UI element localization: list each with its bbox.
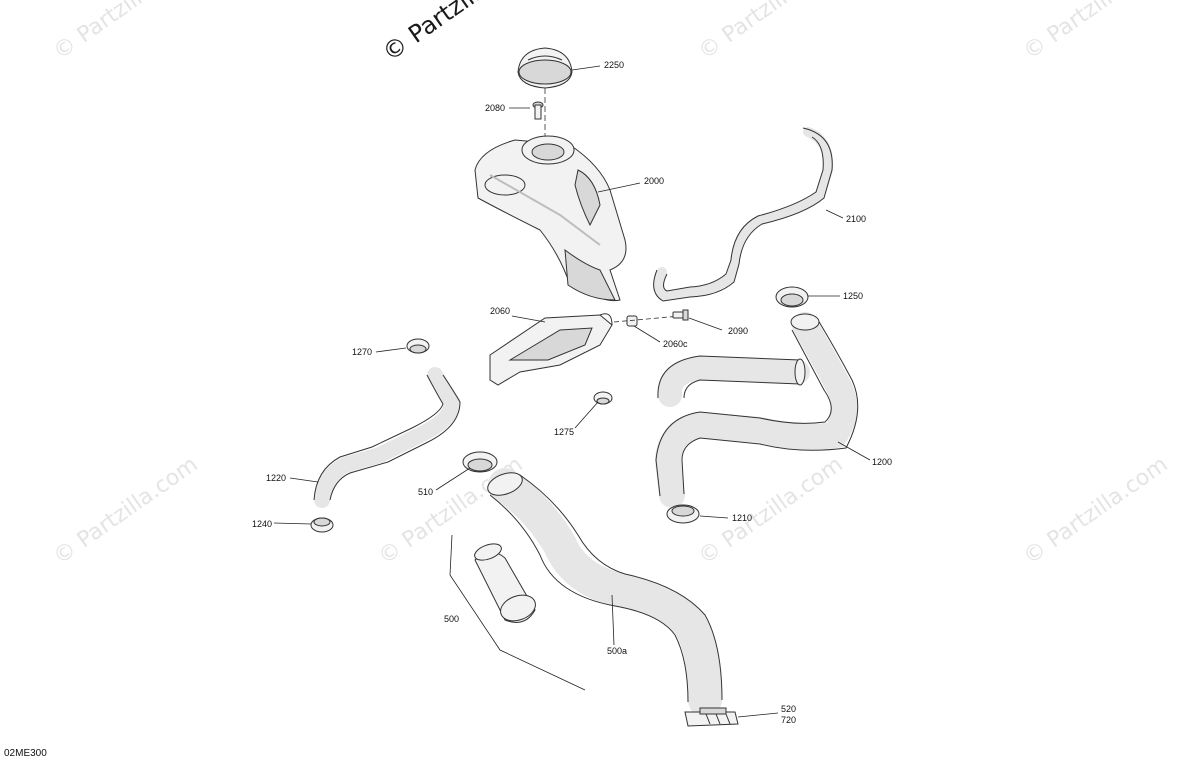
part-500-hose[interactable] xyxy=(472,541,539,626)
callout-510[interactable]: 510 xyxy=(418,487,433,497)
callout-2060c[interactable]: 2060c xyxy=(663,339,688,349)
callout-1270[interactable]: 1270 xyxy=(352,347,372,357)
part-2060c-clip[interactable] xyxy=(626,315,638,327)
callout-1220[interactable]: 1220 xyxy=(266,473,286,483)
part-2100-hose[interactable] xyxy=(653,127,834,302)
callout-1240[interactable]: 1240 xyxy=(252,519,272,529)
diagram-code: 02ME300 xyxy=(4,748,47,759)
callout-2250[interactable]: 2250 xyxy=(604,60,624,70)
callout-500[interactable]: 500 xyxy=(444,614,459,624)
part-1220-hose[interactable] xyxy=(313,367,461,508)
part-1240-clamp[interactable] xyxy=(310,517,334,533)
callout-2080[interactable]: 2080 xyxy=(485,103,505,113)
part-1275-plug[interactable] xyxy=(593,391,613,405)
callout-1200[interactable]: 1200 xyxy=(872,457,892,467)
watermark: © Partzilla.com xyxy=(694,452,847,570)
part-2090-bolt[interactable] xyxy=(672,309,689,321)
watermark-prominent: © Partzilla xyxy=(377,0,497,67)
callout-1275[interactable]: 1275 xyxy=(554,427,574,437)
part-510-clamp[interactable] xyxy=(462,451,498,473)
watermark: © Partzilla.com xyxy=(1019,0,1172,65)
part-2250-cap[interactable] xyxy=(517,47,573,89)
part-1200-hose[interactable] xyxy=(654,312,859,508)
callout-2000[interactable]: 2000 xyxy=(644,176,664,186)
watermark: © Partzilla.com xyxy=(49,0,202,65)
watermark: © Partzilla.com xyxy=(49,452,202,570)
part-1250-clamp[interactable] xyxy=(775,286,809,308)
part-2000-reservoir[interactable] xyxy=(474,135,627,302)
watermark: © Partzilla.com xyxy=(1019,452,1172,570)
watermark: © Partzilla.com xyxy=(694,0,847,65)
part-2080-screw[interactable] xyxy=(532,101,544,120)
part-1210-clamp[interactable] xyxy=(666,504,700,524)
callout-2090[interactable]: 2090 xyxy=(728,326,748,336)
part-500a-hose[interactable] xyxy=(485,468,723,717)
callout-1210[interactable]: 1210 xyxy=(732,513,752,523)
part-520-clamp[interactable] xyxy=(684,707,739,727)
callout-2060[interactable]: 2060 xyxy=(490,306,510,316)
part-2060-bracket[interactable] xyxy=(489,313,613,386)
callout-520[interactable]: 520 xyxy=(781,704,796,714)
part-1270-clamp[interactable] xyxy=(406,338,430,354)
callout-720[interactable]: 720 xyxy=(781,715,796,725)
leader-lines xyxy=(273,65,871,718)
callout-500a[interactable]: 500a xyxy=(607,646,627,656)
callout-2100[interactable]: 2100 xyxy=(846,214,866,224)
callout-labels: 2250 2080 2000 2100 1250 2060 2090 2060c… xyxy=(252,60,892,725)
callout-1250[interactable]: 1250 xyxy=(843,291,863,301)
